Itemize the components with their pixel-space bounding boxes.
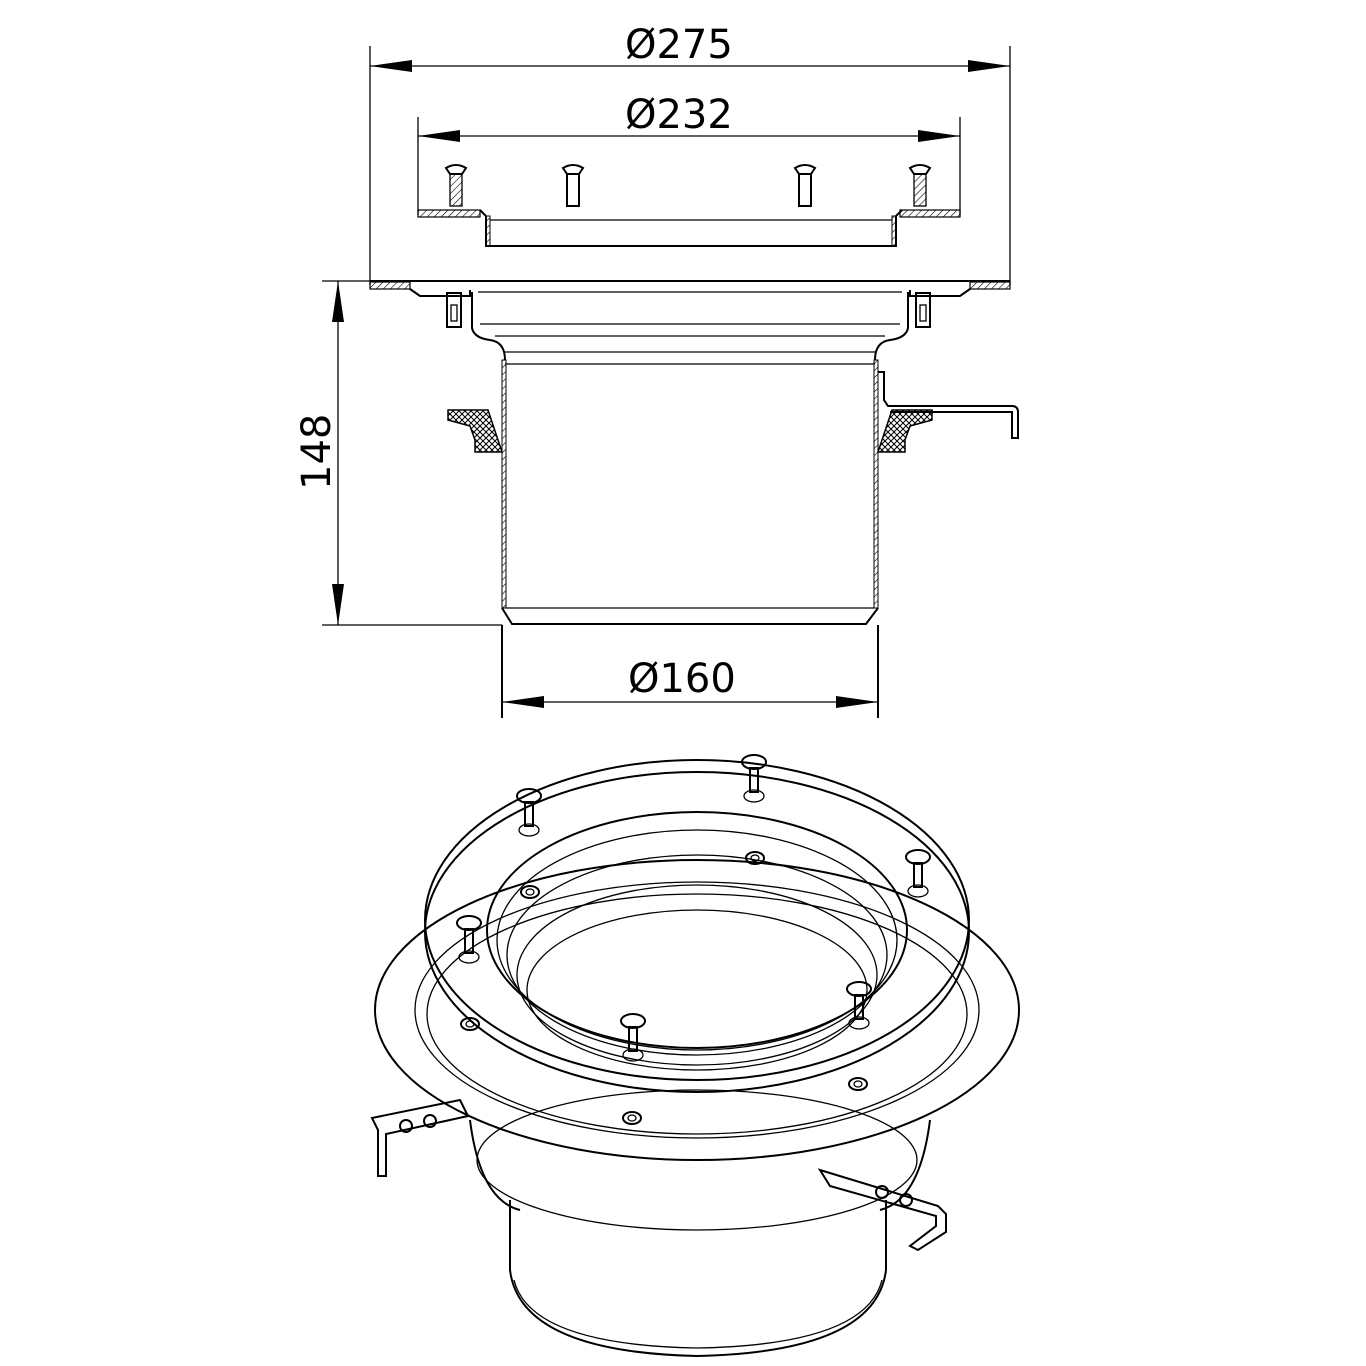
- bolt-hole-icon: [460, 1017, 480, 1031]
- dim-148-label: 148: [294, 414, 340, 490]
- dimension-height: 148: [294, 280, 502, 626]
- mounting-bracket-left: [370, 1098, 470, 1177]
- dimension-outlet-diameter: Ø160: [502, 656, 878, 708]
- isometric-view: [370, 754, 1020, 1358]
- screw-icon: [561, 164, 585, 207]
- dim-232-label: Ø232: [625, 92, 733, 138]
- screw-icon: [908, 164, 932, 207]
- screw-icon: [456, 915, 482, 964]
- screw-icon: [444, 164, 468, 207]
- screw-icon: [516, 788, 542, 837]
- screw-icon: [905, 849, 931, 898]
- mounting-bracket-right: [817, 1168, 947, 1252]
- seal-ring-right: [876, 409, 933, 453]
- bolt-hole-icon: [848, 1077, 868, 1091]
- section-view: [369, 164, 1019, 718]
- screw-icon: [846, 981, 872, 1030]
- screw-icon: [741, 754, 767, 803]
- dim-160-label: Ø160: [628, 656, 736, 702]
- bolt-hole-icon: [622, 1111, 642, 1125]
- screw-icon: [620, 1013, 646, 1062]
- dimension-ring-diameter: Ø232: [417, 92, 961, 215]
- bolt-hole-icon: [520, 885, 540, 899]
- seal-ring-left: [447, 409, 504, 453]
- bolt-hole-icon: [745, 851, 765, 865]
- dim-275-label: Ø275: [625, 22, 733, 68]
- screw-icon: [793, 164, 817, 207]
- dimension-outer-diameter: Ø275: [369, 22, 1011, 285]
